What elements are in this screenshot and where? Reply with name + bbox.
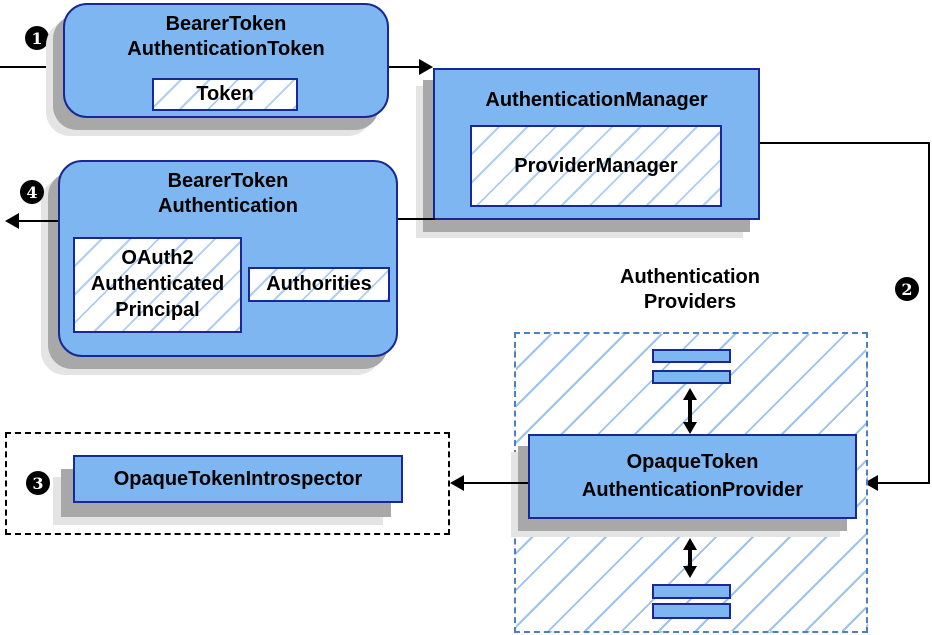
- opaque-token-introspector-node: OpaqueTokenIntrospector: [73, 455, 403, 503]
- provider-slot-rect: [652, 603, 731, 619]
- provider-slot-rect: [652, 584, 731, 599]
- title-line: BearerToken: [167, 170, 289, 192]
- provider-slot-rect: [652, 349, 731, 363]
- double-arrow-line: [688, 398, 692, 425]
- label-line: Providers: [643, 291, 737, 313]
- manager-to-providers-line-bottom: [878, 482, 930, 484]
- step-4-badge: 4: [20, 180, 44, 204]
- authentication-providers-area: OpaqueToken AuthenticationProvider: [514, 332, 868, 633]
- authentication-manager-title: AuthenticationManager: [485, 89, 708, 111]
- title-line: AuthenticationProvider: [581, 479, 804, 501]
- authorities-node: Authorities: [248, 267, 390, 302]
- bearer-token-authentication-title: BearerToken Authentication: [60, 169, 396, 219]
- bearer-token-authentication-token-title: BearerToken AuthenticationToken: [65, 12, 387, 62]
- manager-to-providers-line-right: [928, 142, 930, 484]
- bearer-token-authentication-token-node: BearerToken AuthenticationToken Token: [63, 3, 389, 118]
- provider-slot-rect: [652, 370, 731, 384]
- authentication-manager-node: AuthenticationManager ProviderManager: [433, 68, 760, 220]
- oauth2-authenticated-principal-node: OAuth2 Authenticated Principal: [73, 237, 242, 333]
- bearer-token-authentication-node: BearerToken Authentication OAuth2 Authen…: [58, 160, 398, 357]
- provider-to-introspector-line: [464, 482, 528, 484]
- flow-out-arrowhead-icon: [5, 213, 19, 229]
- authentication-providers-label: Authentication Providers: [555, 265, 825, 315]
- double-arrow-up-icon: [683, 388, 697, 400]
- manager-to-authentication-line: [398, 218, 435, 220]
- principal-line: Authenticated: [90, 273, 225, 295]
- opaque-token-authentication-provider-node: OpaqueToken AuthenticationProvider: [528, 434, 857, 519]
- flow-out-line: [19, 220, 58, 222]
- principal-line: Principal: [115, 299, 200, 321]
- label-line: Authentication: [620, 266, 760, 288]
- manager-to-providers-line-top: [760, 142, 930, 144]
- token-to-manager-arrowhead-icon: [419, 59, 433, 75]
- token-to-manager-line: [389, 66, 421, 68]
- double-arrow-line: [688, 548, 692, 570]
- step-2-badge: 2: [895, 277, 919, 301]
- opaque-token-introspector-container: 3 OpaqueTokenIntrospector: [5, 432, 450, 535]
- title-line: BearerToken: [165, 13, 287, 35]
- introspector-arrowhead-icon: [450, 475, 464, 491]
- double-arrow-down-icon: [683, 422, 697, 434]
- title-line: AuthenticationToken: [127, 38, 325, 60]
- double-arrow-up-icon: [683, 538, 697, 550]
- token-node: Token: [152, 78, 298, 111]
- title-line: OpaqueToken: [626, 451, 759, 473]
- title-line: Authentication: [158, 195, 298, 217]
- principal-line: OAuth2: [121, 247, 194, 269]
- double-arrow-down-icon: [683, 566, 697, 578]
- opaque-token-authentication-provider-title: OpaqueToken AuthenticationProvider: [530, 448, 855, 504]
- step-1-badge: 1: [25, 26, 49, 50]
- provider-manager-node: ProviderManager: [470, 125, 722, 207]
- step-3-badge: 3: [26, 471, 50, 495]
- flow-in-line: [0, 66, 63, 68]
